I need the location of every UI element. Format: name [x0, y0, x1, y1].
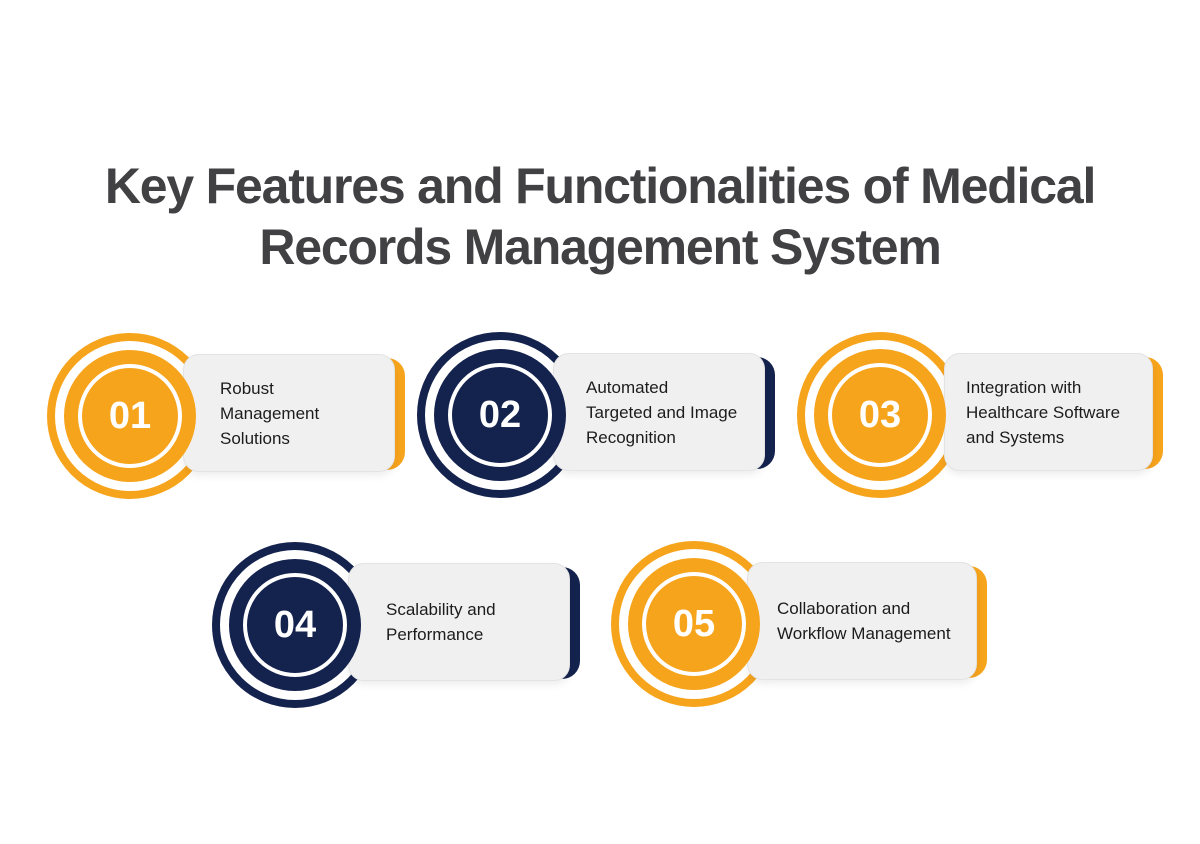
page-title: Key Features and Functionalities of Medi… — [104, 157, 1096, 275]
feature-number: 01 — [108, 394, 152, 437]
number-disc: 02 — [434, 349, 566, 481]
feature-label: Collaboration and Workflow Management — [777, 599, 951, 643]
feature-label: Automated Targeted and Image Recognition — [586, 377, 738, 447]
number-disc: 05 — [628, 558, 760, 690]
feature-label: Integration with Healthcare Software and… — [966, 377, 1121, 447]
feature-card: Automated Targeted and Image Recognition — [553, 353, 765, 471]
number-disc: 04 — [229, 559, 361, 691]
feature-number: 04 — [273, 603, 317, 646]
feature-number: 02 — [478, 393, 522, 436]
feature-label: Robust Management Solutions — [220, 378, 320, 448]
feature-card: Robust Management Solutions — [183, 354, 395, 472]
feature-card: Integration with Healthcare Software and… — [944, 353, 1153, 471]
feature-number: 03 — [858, 393, 902, 436]
feature-card: Collaboration and Workflow Management — [747, 562, 977, 680]
feature-card: Scalability and Performance — [348, 563, 570, 681]
feature-label: Scalability and Performance — [386, 600, 496, 644]
feature-number: 05 — [672, 602, 716, 645]
number-disc: 01 — [64, 350, 196, 482]
number-disc: 03 — [814, 349, 946, 481]
